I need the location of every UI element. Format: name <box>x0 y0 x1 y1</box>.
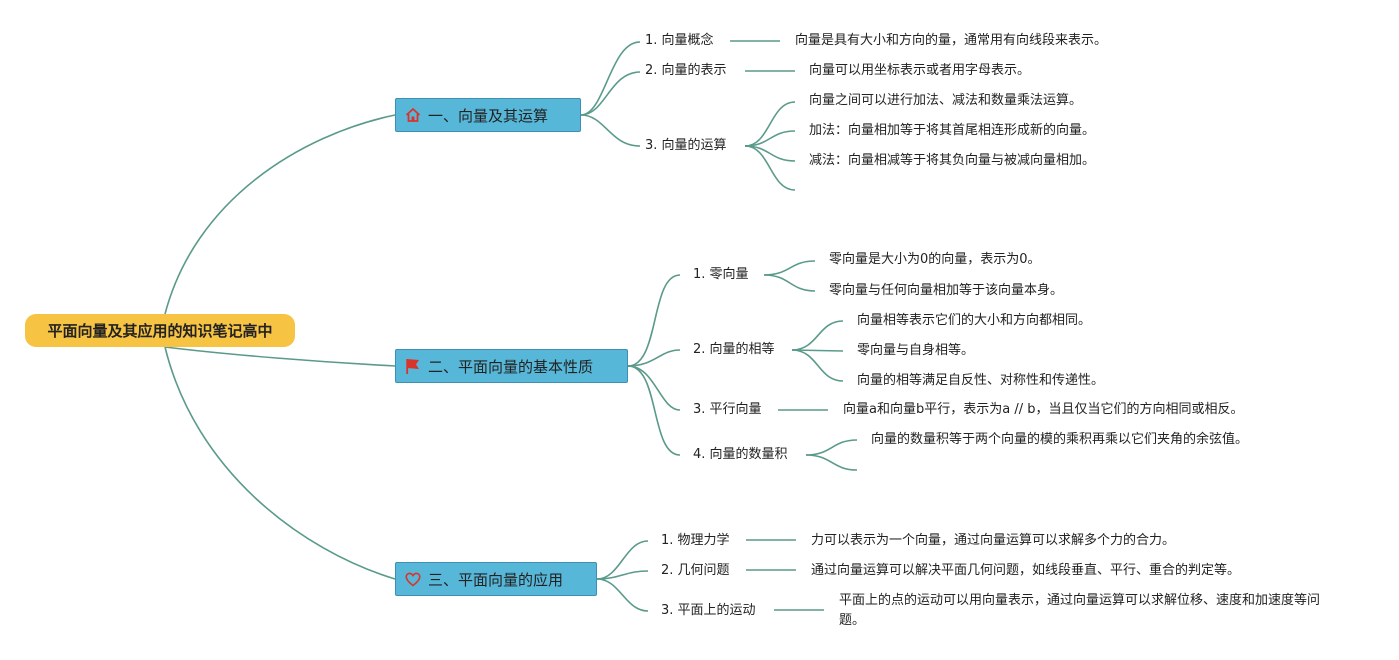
edge-b1-t1 <box>580 41 641 116</box>
topic-vector-representation[interactable]: 2. 向量的表示 <box>645 63 727 78</box>
edge-b3-t1 <box>596 540 649 580</box>
leaf-note[interactable]: 向量的相等满足自反性、对称性和传递性。 <box>857 373 1105 388</box>
edge-b2t1-l2 <box>763 274 816 292</box>
branch-applications[interactable]: 三、平面向量的应用 <box>395 562 597 596</box>
leaf-note[interactable]: 零向量是大小为0的向量，表示为0。 <box>829 252 1041 267</box>
leaf-note[interactable]: 平面上的点的运动可以用向量表示，通过向量运算可以求解位移、速度和加速度等问题。 <box>839 593 1321 628</box>
branch-basic-properties[interactable]: 二、平面向量的基本性质 <box>395 349 628 383</box>
topic-vector-concept[interactable]: 1. 向量概念 <box>645 33 714 48</box>
branch-label: 二、平面向量的基本性质 <box>428 357 594 376</box>
edge-t3-l4 <box>744 145 796 191</box>
topic-physics-mechanics[interactable]: 1. 物理力学 <box>661 533 730 548</box>
edge-b2-t3 <box>627 365 681 411</box>
topic-vector-operations[interactable]: 3. 向量的运算 <box>645 138 727 153</box>
leaf-note[interactable]: 向量之间可以进行加法、减法和数量乘法运算。 <box>809 93 1083 108</box>
root-topic[interactable]: 平面向量及其应用的知识笔记高中 <box>25 314 295 347</box>
edge-b2-t4 <box>627 365 681 456</box>
leaf-note[interactable]: 零向量与自身相等。 <box>857 343 975 358</box>
edge-b3-t3 <box>596 578 649 612</box>
edge-b2t4-l2 <box>805 454 858 471</box>
edge-root-b1 <box>164 114 396 315</box>
edge-b2t2-l1 <box>791 320 844 351</box>
edge-b1-t2 <box>580 71 641 116</box>
house-icon <box>404 106 422 124</box>
leaf-note[interactable]: 向量可以用坐标表示或者用字母表示。 <box>809 63 1031 78</box>
leaf-note[interactable]: 向量相等表示它们的大小和方向都相同。 <box>857 313 1092 328</box>
heart-icon <box>404 570 422 588</box>
branch-label: 一、向量及其运算 <box>428 106 549 125</box>
edge-b2-t2 <box>627 349 681 367</box>
leaf-note[interactable]: 加法：向量相加等于将其首尾相连形成新的向量。 <box>809 123 1096 138</box>
edge-b2t2-l2 <box>791 349 844 352</box>
leaf-note[interactable]: 向量是具有大小和方向的量，通常用有向线段来表示。 <box>795 33 1108 48</box>
topic-zero-vector[interactable]: 1. 零向量 <box>693 267 749 282</box>
leaf-note[interactable]: 向量a和向量b平行，表示为a // b，当且仅当它们的方向相同或相反。 <box>843 402 1244 417</box>
edge-b2t2-l3 <box>791 349 844 382</box>
edge-root-b3 <box>164 346 396 580</box>
topic-planar-motion[interactable]: 3. 平面上的运动 <box>661 603 756 618</box>
leaf-note[interactable]: 力可以表示为一个向量，通过向量运算可以求解多个力的合力。 <box>811 533 1176 548</box>
leaf-note[interactable]: 零向量与任何向量相加等于该向量本身。 <box>829 283 1064 298</box>
topic-parallel-vectors[interactable]: 3. 平行向量 <box>693 402 762 417</box>
leaf-note[interactable]: 向量的数量积等于两个向量的模的乘积再乘以它们夹角的余弦值。 <box>871 432 1249 447</box>
red-flag-icon <box>404 357 422 375</box>
root-topic-label: 平面向量及其应用的知识笔记高中 <box>47 322 273 340</box>
branch-vectors-and-operations[interactable]: 一、向量及其运算 <box>395 98 581 132</box>
branch-label: 三、平面向量的应用 <box>428 570 564 589</box>
topic-dot-product[interactable]: 4. 向量的数量积 <box>693 447 788 462</box>
topic-vector-equality[interactable]: 2. 向量的相等 <box>693 342 775 357</box>
connector-lines <box>164 40 858 612</box>
edge-root-b2 <box>164 346 396 367</box>
leaf-note[interactable]: 减法：向量相减等于将其负向量与被减向量相加。 <box>809 153 1096 168</box>
leaf-note[interactable]: 通过向量运算可以解决平面几何问题，如线段垂直、平行、重合的判定等。 <box>811 563 1241 578</box>
edge-b2-t1 <box>627 274 681 367</box>
edge-b3-t2 <box>596 570 649 580</box>
edge-b2t1-l1 <box>763 260 816 276</box>
topic-geometry-problems[interactable]: 2. 几何问题 <box>661 563 730 578</box>
edge-b2t4-l1 <box>805 439 858 456</box>
edge-b1-t3 <box>580 114 641 147</box>
